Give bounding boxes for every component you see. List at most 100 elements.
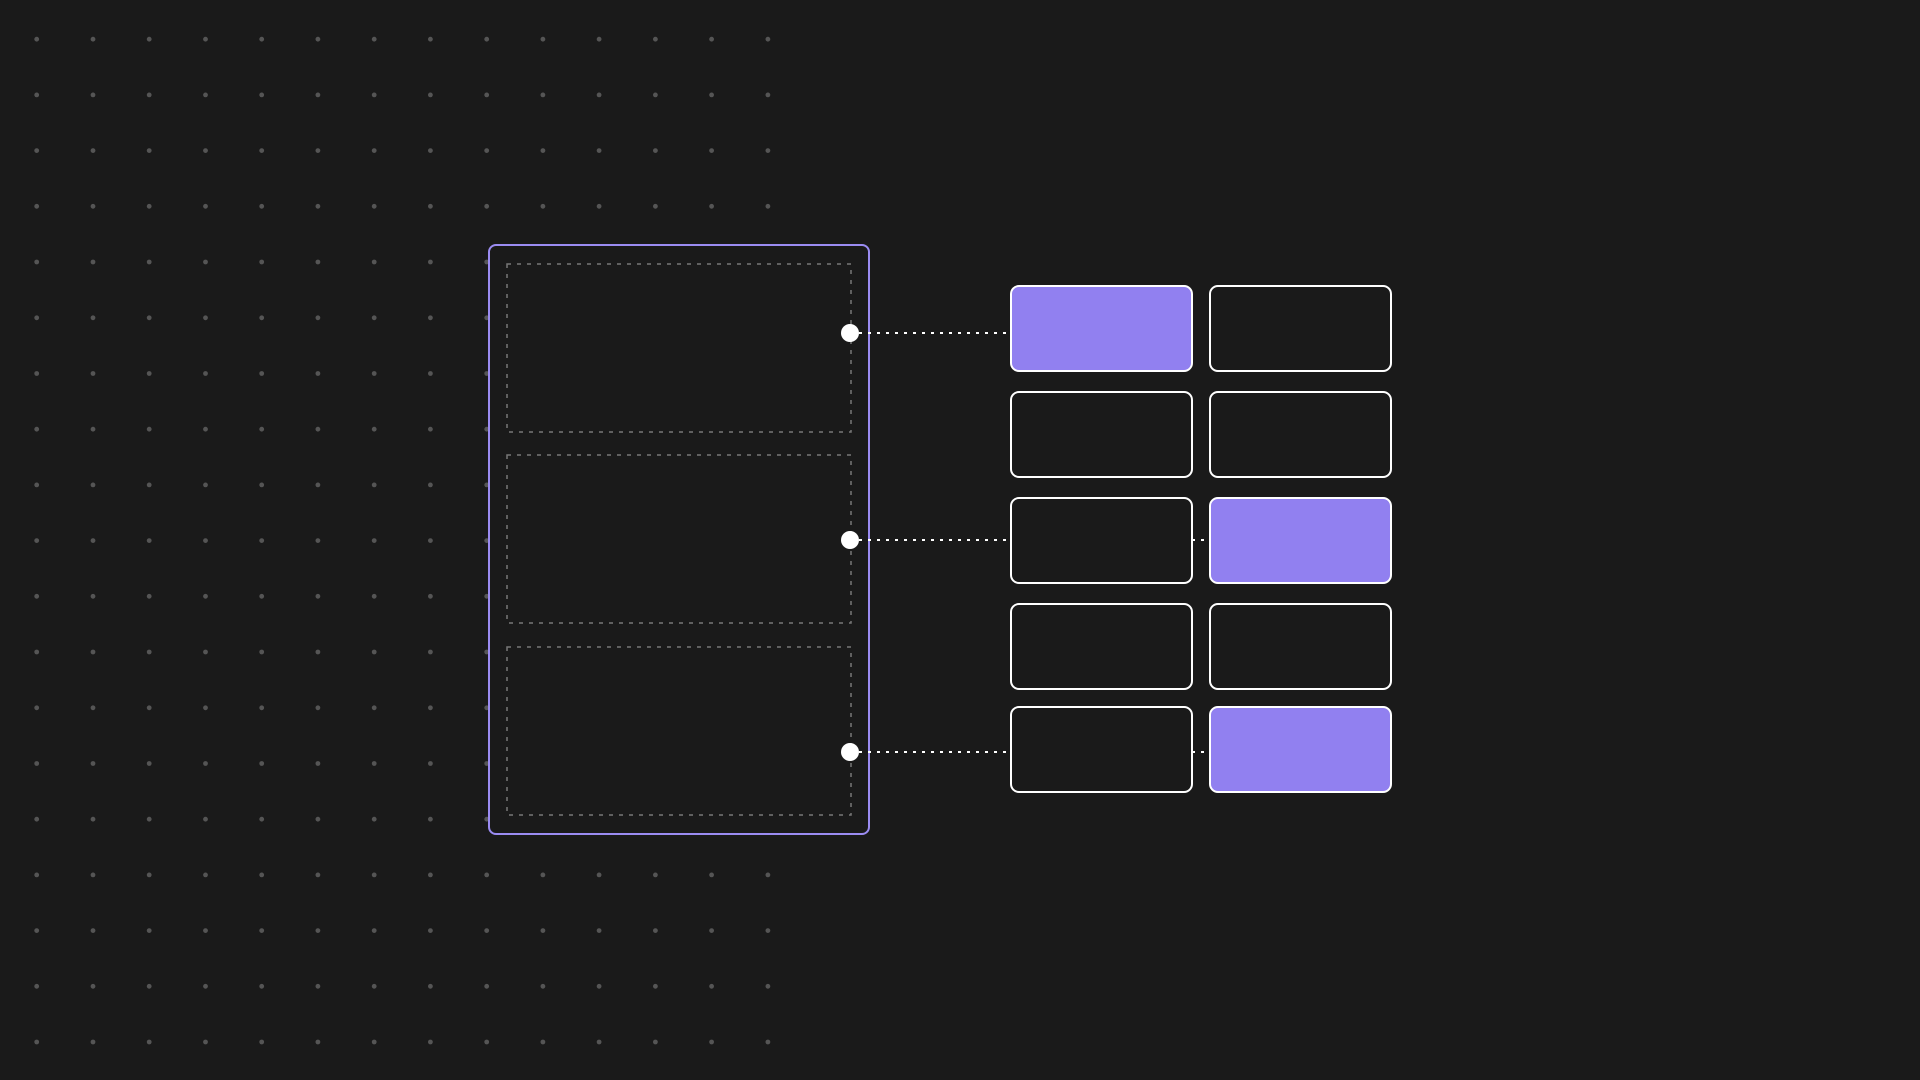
background-dot xyxy=(259,36,265,42)
background-dot xyxy=(259,761,265,766)
background-dot xyxy=(596,148,602,154)
background-dot xyxy=(315,482,321,488)
background-dot xyxy=(371,538,377,543)
background-dot xyxy=(90,649,96,655)
background-dot xyxy=(34,538,40,543)
background-dot xyxy=(484,482,490,488)
background-dot xyxy=(203,426,208,432)
panel-slot-2[interactable] xyxy=(506,454,852,624)
background-dot xyxy=(315,705,321,711)
background-dot xyxy=(259,148,265,154)
grid-cell-r1-c2[interactable] xyxy=(1209,285,1392,372)
background-dot xyxy=(34,983,40,989)
background-dot xyxy=(203,983,208,989)
background-dot xyxy=(428,259,433,265)
background-dot xyxy=(709,92,714,98)
background-dot xyxy=(146,371,152,376)
background-dot xyxy=(315,649,321,655)
background-dot xyxy=(484,872,490,878)
panel-slot-1[interactable] xyxy=(506,263,852,433)
background-dot xyxy=(484,426,490,432)
background-dot xyxy=(259,315,265,321)
background-dot xyxy=(484,983,490,989)
background-dot xyxy=(146,705,152,711)
background-dot xyxy=(315,426,321,432)
grid-cell-r5-c1[interactable] xyxy=(1010,706,1193,793)
connection-handle-2[interactable] xyxy=(841,531,859,549)
background-dot xyxy=(259,816,265,822)
background-dot xyxy=(765,92,771,98)
background-dot xyxy=(259,426,265,432)
connection-handle-3[interactable] xyxy=(841,743,859,761)
background-dot xyxy=(34,426,40,432)
background-dot xyxy=(596,36,602,42)
background-dot xyxy=(371,928,377,933)
background-dot xyxy=(371,983,377,989)
grid-cell-r2-c2[interactable] xyxy=(1209,391,1392,478)
background-dot xyxy=(653,36,658,42)
background-dot xyxy=(428,315,433,321)
background-dot xyxy=(765,148,771,154)
background-dot xyxy=(146,816,152,822)
background-dot xyxy=(653,983,658,989)
background-dot xyxy=(259,983,265,989)
background-dot xyxy=(34,872,40,878)
background-dot xyxy=(428,538,433,543)
background-dot xyxy=(484,1039,490,1045)
background-dot xyxy=(371,1039,377,1045)
background-dot xyxy=(315,538,321,543)
background-dot xyxy=(428,371,433,376)
background-dot xyxy=(484,538,490,543)
background-dot xyxy=(146,983,152,989)
background-dot xyxy=(484,315,490,321)
background-dot xyxy=(315,593,321,599)
grid-cell-r2-c1[interactable] xyxy=(1010,391,1193,478)
background-dot xyxy=(653,203,658,209)
background-dot xyxy=(90,92,96,98)
grid-cell-r4-c2[interactable] xyxy=(1209,603,1392,690)
background-dot xyxy=(34,36,40,42)
background-dot xyxy=(428,426,433,432)
background-dot xyxy=(765,36,771,42)
background-dot xyxy=(203,371,208,376)
connection-handle-1[interactable] xyxy=(841,324,859,342)
background-dot xyxy=(371,259,377,265)
background-dot xyxy=(371,92,377,98)
background-dot xyxy=(484,148,490,154)
background-dot xyxy=(428,872,433,878)
grid-cell-r3-c1[interactable] xyxy=(1010,497,1193,584)
background-dot xyxy=(428,928,433,933)
background-dot xyxy=(315,1039,321,1045)
background-dot xyxy=(203,1039,208,1045)
background-dot xyxy=(90,538,96,543)
grid-cell-r5-c2-active[interactable] xyxy=(1209,706,1392,793)
container-panel[interactable] xyxy=(488,244,870,835)
background-dot xyxy=(371,705,377,711)
background-dot xyxy=(34,761,40,766)
background-dot xyxy=(259,1039,265,1045)
background-dot xyxy=(146,649,152,655)
background-dot xyxy=(484,761,490,766)
background-dot xyxy=(540,1039,546,1045)
panel-frame[interactable] xyxy=(488,244,870,835)
background-dot xyxy=(371,816,377,822)
background-dot xyxy=(428,203,433,209)
background-dot xyxy=(315,983,321,989)
grid-cell-r4-c1[interactable] xyxy=(1010,603,1193,690)
grid-cell-r3-c2-active[interactable] xyxy=(1209,497,1392,584)
background-dot xyxy=(428,761,433,766)
background-dot xyxy=(259,482,265,488)
background-dot xyxy=(259,92,265,98)
background-dot xyxy=(371,872,377,878)
panel-slot-3[interactable] xyxy=(506,646,852,816)
background-dot xyxy=(484,92,490,98)
grid-cell-r1-c1-active[interactable] xyxy=(1010,285,1193,372)
background-dot xyxy=(709,203,714,209)
background-dot xyxy=(146,36,152,42)
background-dot xyxy=(484,371,490,376)
background-dot xyxy=(428,92,433,98)
background-dot xyxy=(371,761,377,766)
background-dot xyxy=(90,371,96,376)
background-dot xyxy=(203,36,208,42)
